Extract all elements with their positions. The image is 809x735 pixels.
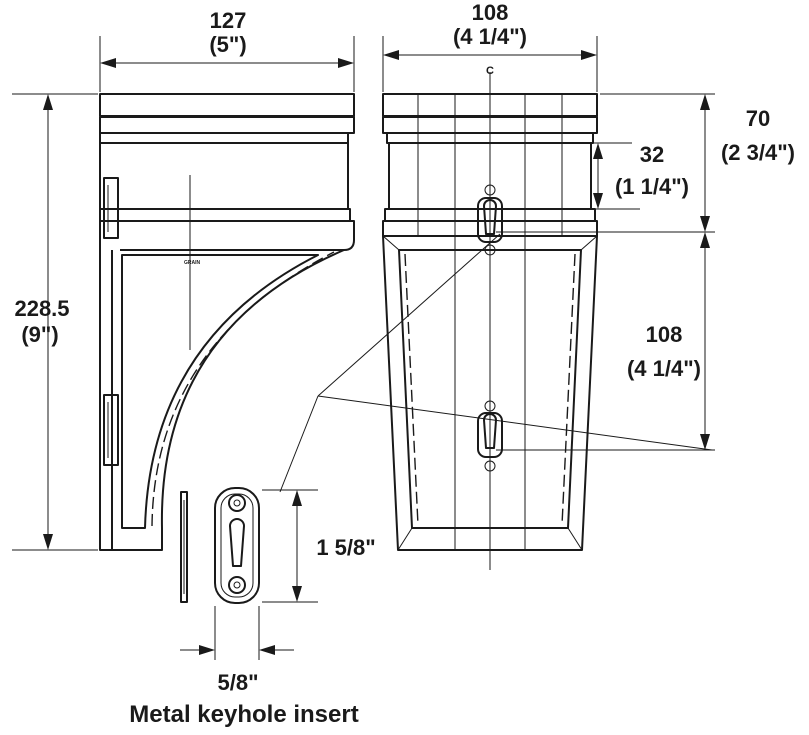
keyhole-offset-mm: 32 [640,142,664,167]
height-in: (9") [21,322,58,347]
top-block-in: (2 3/4") [721,140,795,165]
front-width-in: (4 1/4") [453,24,527,49]
centerline-label: C [486,65,494,77]
front-view: C 108 (4 1/4") 70 [279,0,795,570]
side-view: GRAIN 127 (5") 228.5 (9") [12,8,355,551]
side-width-in: (5") [209,32,246,57]
insert-profile [180,491,188,603]
side-inner-panel [121,254,319,529]
leader-line-2 [317,395,713,451]
insert-plate [214,487,260,604]
insert-width: 5/8" [217,670,258,695]
side-back [99,221,163,551]
side-outer-curve [160,249,345,529]
insert-height: 1 5/8" [316,535,375,560]
leader-line-1 [317,233,501,397]
keyhole-spacing-in: (4 1/4") [627,356,701,381]
insert-keyhole-slot [229,518,245,567]
side-dashed-curve [151,251,335,527]
side-cap [100,220,355,251]
side-width-mm: 127 [210,8,247,33]
insert-bottom-hole [228,576,246,594]
side-insert-top [103,177,119,239]
front-keyhole-bottom [477,400,503,472]
side-top-band [99,93,355,117]
height-mm: 228.5 [14,296,69,321]
side-moulding-1 [99,116,355,134]
side-moulding-2 [99,132,349,144]
top-block-mm: 70 [746,106,770,131]
insert-caption: Metal keyhole insert [129,701,358,728]
side-insert-bottom [103,394,119,466]
keyhole-insert-detail: 1 5/8" 5/8" Metal keyhole insert [129,487,376,728]
grain-label: GRAIN [184,260,201,266]
side-neck [99,142,349,210]
keyhole-offset-in: (1 1/4") [615,174,689,199]
insert-top-hole [228,494,246,512]
side-moulding-3 [99,208,351,222]
front-width-mm: 108 [472,0,509,25]
front-keyhole-top [477,184,503,256]
keyhole-spacing-mm: 108 [646,322,683,347]
leader-line-3 [279,395,319,493]
